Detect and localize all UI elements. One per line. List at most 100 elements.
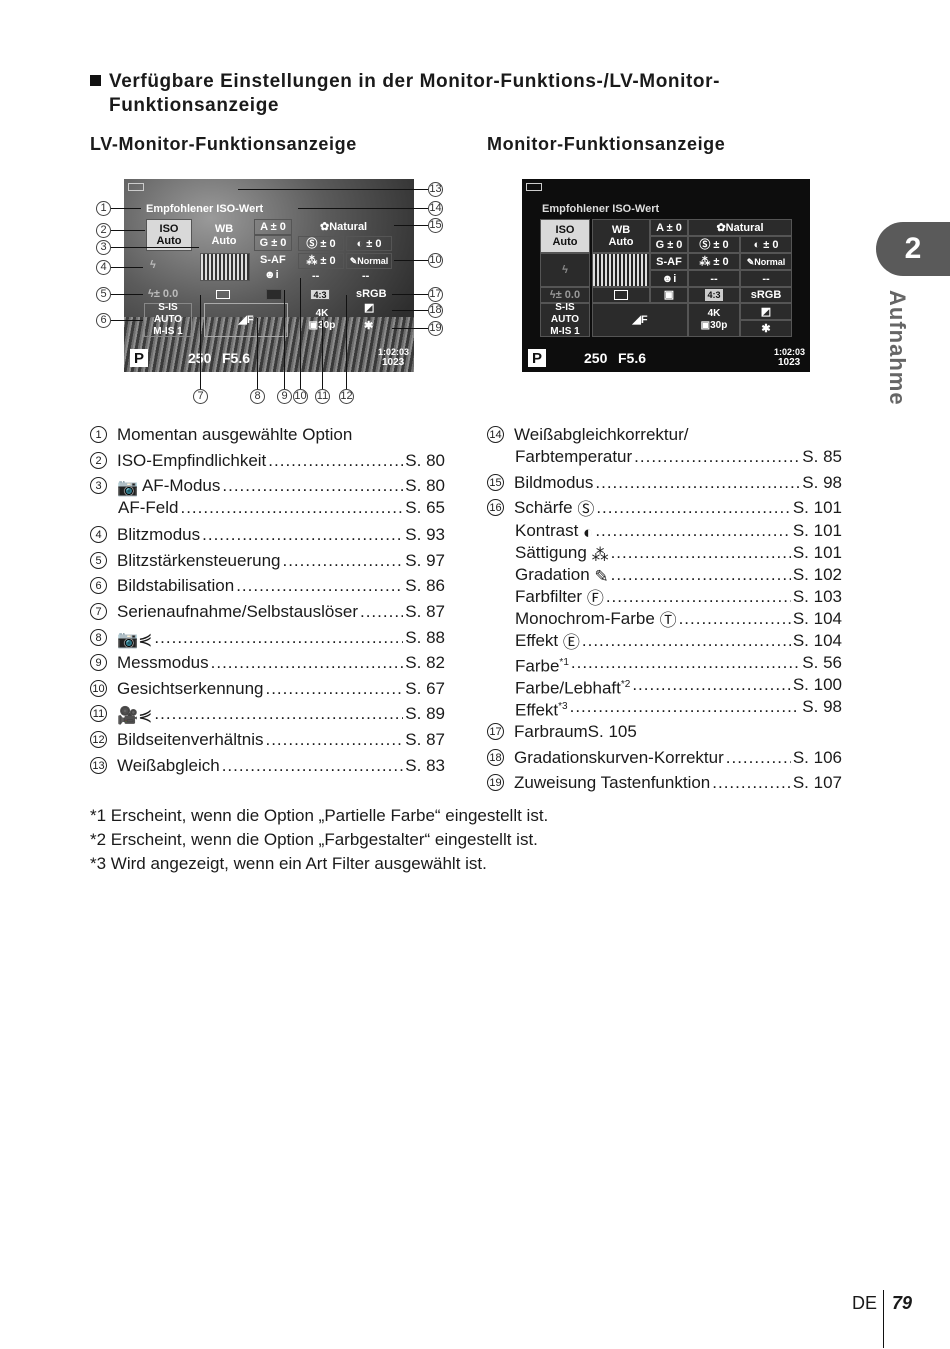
flash-comp-value: ± 0.0: [555, 289, 581, 301]
item-label: Bildmodus: [514, 473, 594, 492]
iso-label: ISO: [159, 223, 179, 235]
item-page: S. 107: [792, 773, 842, 792]
list-item: Monochrom-Farbe ⓉS. 104: [515, 608, 842, 632]
contrast-icon: ◐: [583, 523, 594, 542]
footnote: *3 Wird angezeigt, wenn ein Art Filter a…: [90, 854, 487, 873]
item-number: 15: [487, 474, 504, 491]
picture-mode-value: Natural: [725, 221, 764, 234]
item-label: AF-Feld: [118, 498, 179, 517]
curve-icon: ◩: [740, 303, 792, 320]
item-label: Schärfe: [514, 498, 573, 517]
item-page: S. 104: [792, 609, 842, 628]
item-label: Weißabgleich: [117, 756, 220, 775]
item-page: S. 87: [405, 602, 445, 621]
item-page: S. 80: [405, 476, 445, 495]
leader-line: [111, 294, 143, 295]
gradation-value: Normal: [357, 256, 389, 266]
color-space-value: sRGB: [740, 287, 792, 303]
callout: 7: [193, 389, 208, 404]
shots-value: 1023: [778, 357, 801, 368]
leader-dots: [606, 586, 791, 610]
leader-dots: [236, 575, 403, 597]
dash-1: --: [312, 270, 320, 282]
leader-dots: [726, 747, 791, 769]
item-label: Gradation: [515, 565, 590, 584]
item-page: S. 87: [405, 730, 445, 749]
video-fps-value: 30p: [710, 320, 728, 331]
leader-line: [300, 278, 301, 389]
item-page: S. 100: [792, 675, 842, 694]
list-item: 11🎥⋞S. 89: [90, 703, 445, 727]
leader-line: [111, 247, 199, 248]
contrast-cell: ◐ ± 0: [346, 236, 392, 251]
face-detect-value: ☻i: [650, 270, 688, 287]
callout: 8: [250, 389, 265, 404]
item-label: Blitzstärkensteuerung: [117, 551, 281, 570]
shutter-value: 250: [188, 350, 211, 366]
item-number: 14: [487, 426, 504, 443]
saturation-value: ± 0: [713, 255, 729, 268]
wb-value: Auto: [608, 236, 634, 248]
sharpness-cell: Ⓢ ± 0: [298, 236, 344, 251]
video-res-value: 4K: [707, 308, 721, 319]
item-label: Gradationskurven-Korrektur: [514, 748, 724, 767]
item-number: 11: [90, 705, 107, 722]
aperture-value: F5.6: [222, 350, 251, 366]
item-label: Sättigung: [515, 543, 587, 562]
item-page: S. 101: [792, 543, 842, 562]
item-label: Farbtemperatur: [515, 447, 633, 466]
battery-icon: [128, 183, 144, 191]
leader-dots: [611, 542, 791, 566]
item-label-wrap: Schärfe Ⓢ: [514, 497, 594, 521]
leader-line: [298, 208, 428, 209]
item-label-wrap: Effekt Ⓔ: [515, 630, 580, 654]
item-number: 8: [90, 629, 107, 646]
callout: 2: [96, 223, 111, 238]
item-label: Gesichtserkennung: [117, 679, 264, 698]
item-number: 3: [90, 477, 107, 494]
item-label: Serienaufnahme/Selbstauslöser: [117, 602, 358, 621]
chapter-title: Aufnahme: [885, 290, 910, 406]
item-label: Bildseitenverhältnis: [117, 730, 264, 749]
drive-single-icon: [614, 290, 628, 300]
callout: 14: [428, 201, 443, 216]
aspect-value: 4:3: [310, 289, 330, 300]
item-label: ISO-Empfindlichkeit: [117, 451, 267, 470]
video-res-value: 4K: [315, 308, 329, 319]
picture-mode: ✿Natural: [320, 221, 368, 233]
item-number: 9: [90, 654, 107, 671]
video-camera-icon: 🎥: [117, 706, 139, 725]
picture-mode: ✿Natural: [688, 219, 792, 236]
callout: 10: [293, 389, 308, 404]
leader-dots: [582, 630, 791, 654]
mis-value: M-IS: [550, 326, 572, 337]
square-bullet-icon: [90, 75, 101, 86]
list-item: Kontrast ◐S. 101: [515, 520, 842, 544]
wb-g-correction: G ± 0: [254, 235, 292, 251]
video-cell: 4K▣30p: [308, 308, 336, 331]
leader-line: [111, 267, 143, 268]
camera-icon: 📷: [117, 478, 139, 497]
item-number: 18: [487, 749, 504, 766]
section-heading-line2: Funktionsanzeige: [109, 95, 280, 116]
aperture-value: F5.6: [618, 350, 647, 366]
sis-value: S-IS AUTO: [550, 302, 580, 325]
leader-dots: [202, 524, 403, 546]
mis-number: 1: [177, 326, 183, 337]
dash-2: --: [362, 270, 370, 282]
flash-mode-icon: ϟ: [150, 259, 156, 271]
list-item: 8📷⋞S. 88: [90, 627, 445, 651]
callout: 15: [428, 218, 443, 233]
battery-icon: [526, 183, 542, 191]
callout: 4: [96, 260, 111, 275]
item-label: Farbe: [515, 656, 560, 676]
leader-dots: [211, 652, 404, 674]
contrast-value: ± 0: [763, 238, 779, 251]
iso-value: Auto: [552, 236, 578, 248]
leader-line: [392, 310, 428, 311]
